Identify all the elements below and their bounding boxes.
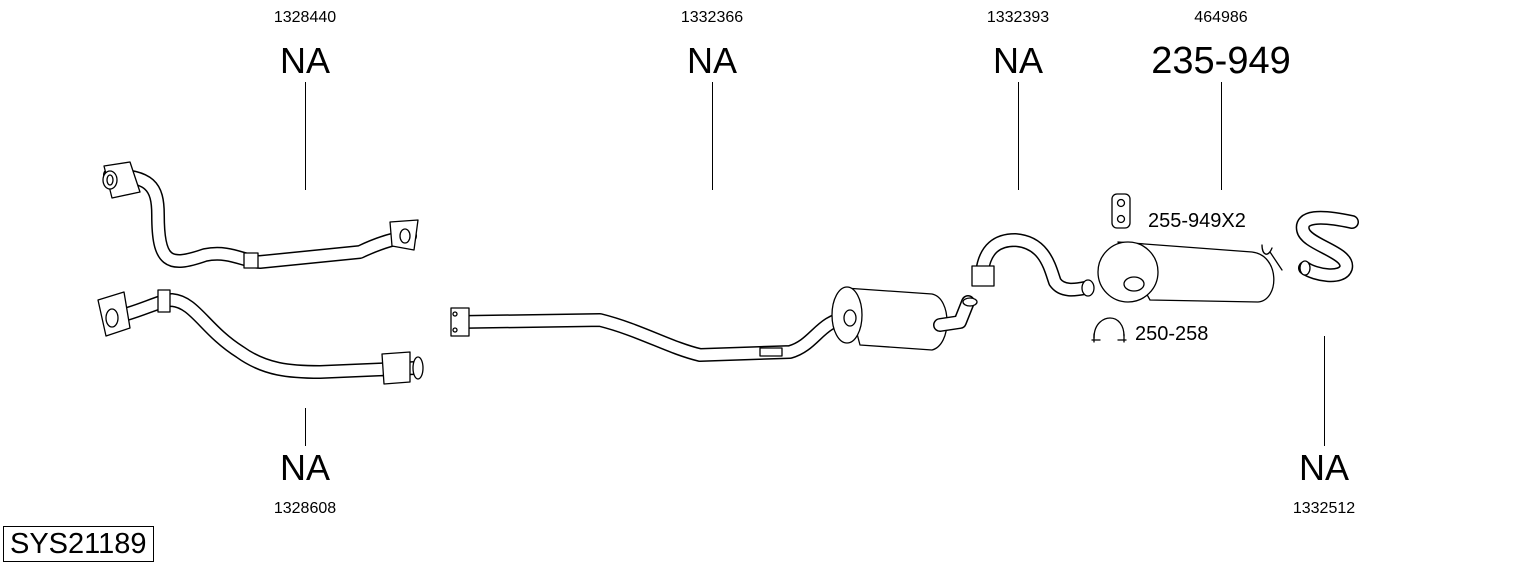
rubber-hanger-icon [1111,193,1131,229]
part-code-middle-silencer-bend: NA [992,40,1044,81]
part-code-front-pipe-lower: NA [279,447,331,488]
part-code-rear-silencer: 235-949 [1151,40,1291,82]
accessory-label-clamp: 250-258 [1135,323,1209,345]
leader-line-front-pipe-upper [305,82,306,190]
oem-number-rear-silencer: 464986 [1194,9,1248,26]
leader-line-rear-silencer [1221,82,1222,190]
part-code-center-pipe: NA [686,40,738,81]
tail-pipe-drawing [1295,210,1359,283]
oem-number-tail-pipe: 1332512 [1292,500,1356,517]
part-code-front-pipe-upper: NA [279,40,331,81]
front-pipe-upper-drawing [102,161,419,269]
oem-number-middle-silencer-bend: 1332393 [986,9,1050,26]
part-code-tail-pipe: NA [1298,447,1350,488]
leader-line-front-pipe-lower [305,408,306,446]
clamp-icon [1091,317,1127,343]
leader-line-tail-pipe [1324,336,1325,446]
leader-line-center-pipe [712,82,713,190]
rear-silencer-drawing [1097,241,1283,303]
system-id-badge: SYS21189 [3,526,154,562]
oem-number-front-pipe-upper: 1328440 [273,9,337,26]
middle-silencer-bend-drawing [971,233,1095,297]
leader-line-middle-silencer-bend [1018,82,1019,190]
accessory-label-rubber-hanger: 255-949X2 [1148,210,1246,232]
oem-number-front-pipe-lower: 1328608 [273,500,337,517]
oem-number-center-pipe: 1332366 [680,9,744,26]
center-pipe-drawing [450,286,978,362]
front-pipe-lower-drawing [97,289,424,385]
